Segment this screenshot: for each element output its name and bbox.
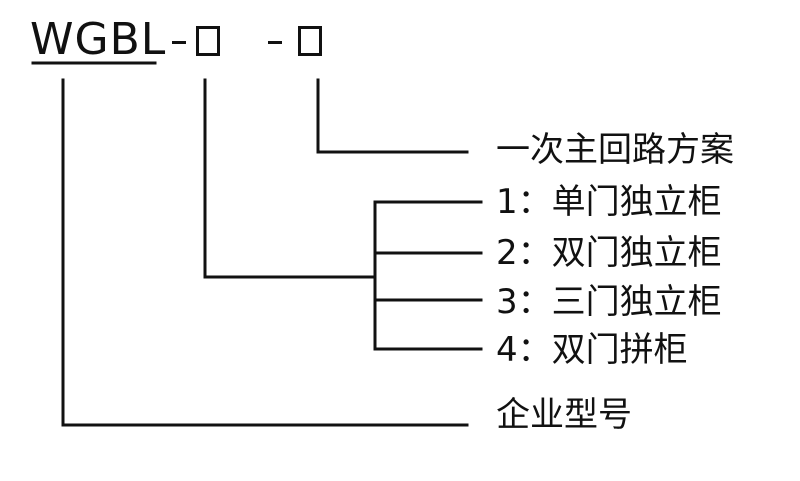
scheme-connector	[316, 78, 469, 154]
options-connector	[203, 78, 377, 279]
option-label-2: 2：双门独立柜	[496, 233, 722, 273]
option-label-4: 4：双门拼柜	[496, 330, 688, 370]
model-prefix: WGBL	[30, 14, 167, 65]
model-box-2	[298, 26, 322, 56]
scheme-label: 一次主回路方案	[496, 130, 734, 170]
option-label-1: 1：单门独立柜	[496, 182, 722, 222]
company-model-connector	[61, 78, 469, 427]
company-model-label: 企业型号	[496, 395, 632, 435]
model-dash-2	[268, 41, 282, 44]
model-dash-1	[172, 41, 186, 44]
model-box-1	[196, 26, 220, 56]
option-label-3: 3：三门独立柜	[496, 282, 722, 322]
